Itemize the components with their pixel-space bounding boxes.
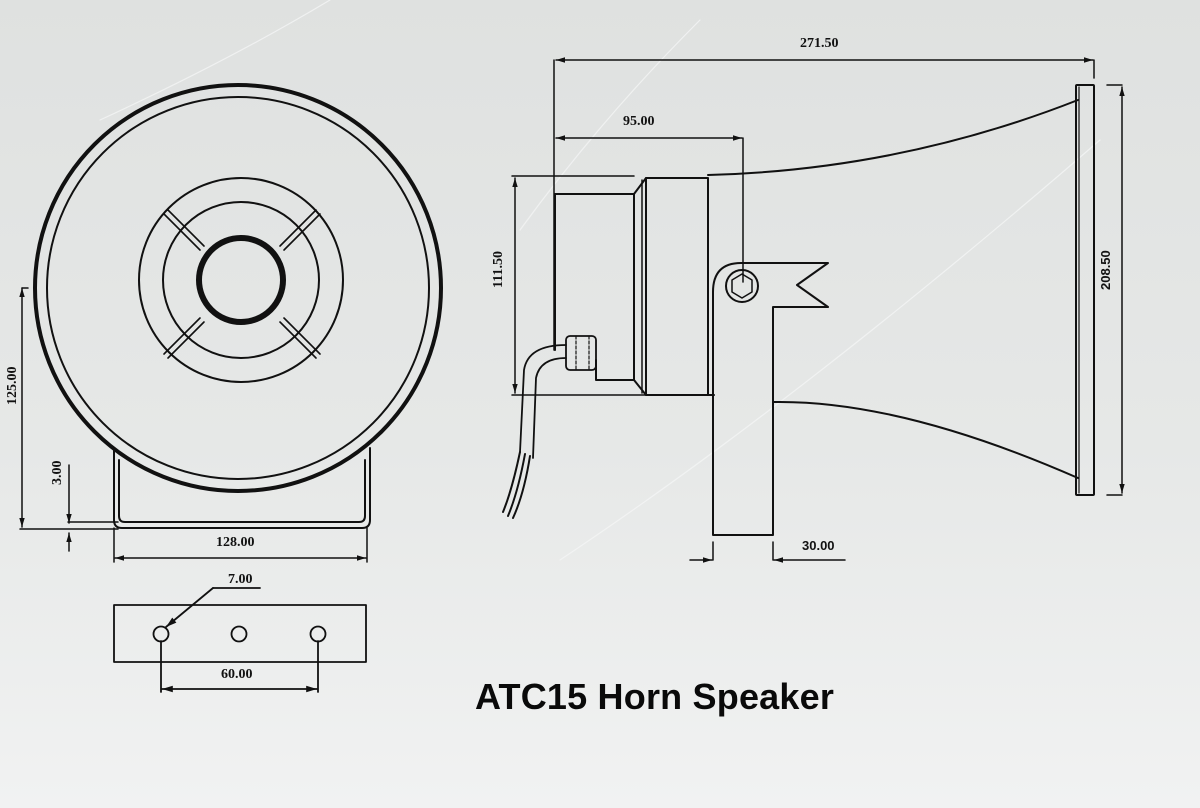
- dim-label-side-bracket-width: 30.00: [802, 538, 835, 553]
- front-outer-rim: [33, 83, 443, 493]
- dim-208: [1106, 84, 1125, 496]
- dim-111: [511, 175, 647, 396]
- dim-271: [553, 57, 1095, 351]
- mount-hole-left: [152, 625, 170, 643]
- front-u-bracket: [113, 447, 371, 529]
- horn-mouth-rim: [1075, 84, 1095, 496]
- dim-30: [689, 541, 846, 563]
- mount-hole-center: [230, 625, 248, 643]
- drawing-title: ATC15 Horn Speaker: [475, 676, 835, 717]
- side-bracket-arm: [712, 262, 829, 536]
- grille-cross-bars: [163, 209, 321, 359]
- mount-hole-right: [309, 625, 327, 643]
- dim-label-bracket-width: 128.00: [216, 535, 255, 550]
- dim-label-driver-height: 111.50: [491, 251, 506, 288]
- dim-3: [66, 464, 119, 552]
- dim-label-hole-spacing: 60.00: [221, 667, 253, 682]
- mounting-plate: [113, 587, 367, 693]
- pivot-bolt-washer: [725, 269, 759, 303]
- cable-gland: [502, 335, 597, 519]
- center-cap: [196, 235, 286, 325]
- dim-label-bracket-position: 95.00: [623, 114, 655, 129]
- horn-upper-flare: [707, 99, 1079, 176]
- dim-label-horn-mouth-diameter: 208.50: [1098, 250, 1113, 290]
- horn-lower-flare: [773, 400, 1079, 479]
- front-view: [19, 83, 443, 563]
- pivot-bolt-hex: [731, 273, 753, 299]
- grille-ring-outer: [138, 177, 344, 383]
- dim-128: [113, 527, 368, 563]
- dim-label-bracket-thickness: 3.00: [50, 460, 65, 486]
- dim-label-height-to-center: 125.00: [5, 366, 20, 406]
- dim-125: [19, 287, 119, 530]
- side-view: [502, 57, 1125, 563]
- dim-label-overall-length: 271.50: [800, 36, 839, 51]
- scan-streaks: [99, 0, 1101, 561]
- dim-label-hole-diameter: 7.00: [228, 572, 253, 587]
- grille-ring-inner: [162, 201, 320, 359]
- dim-95: [555, 135, 744, 283]
- driver-body: [633, 177, 647, 396]
- front-inner-rim: [46, 96, 430, 480]
